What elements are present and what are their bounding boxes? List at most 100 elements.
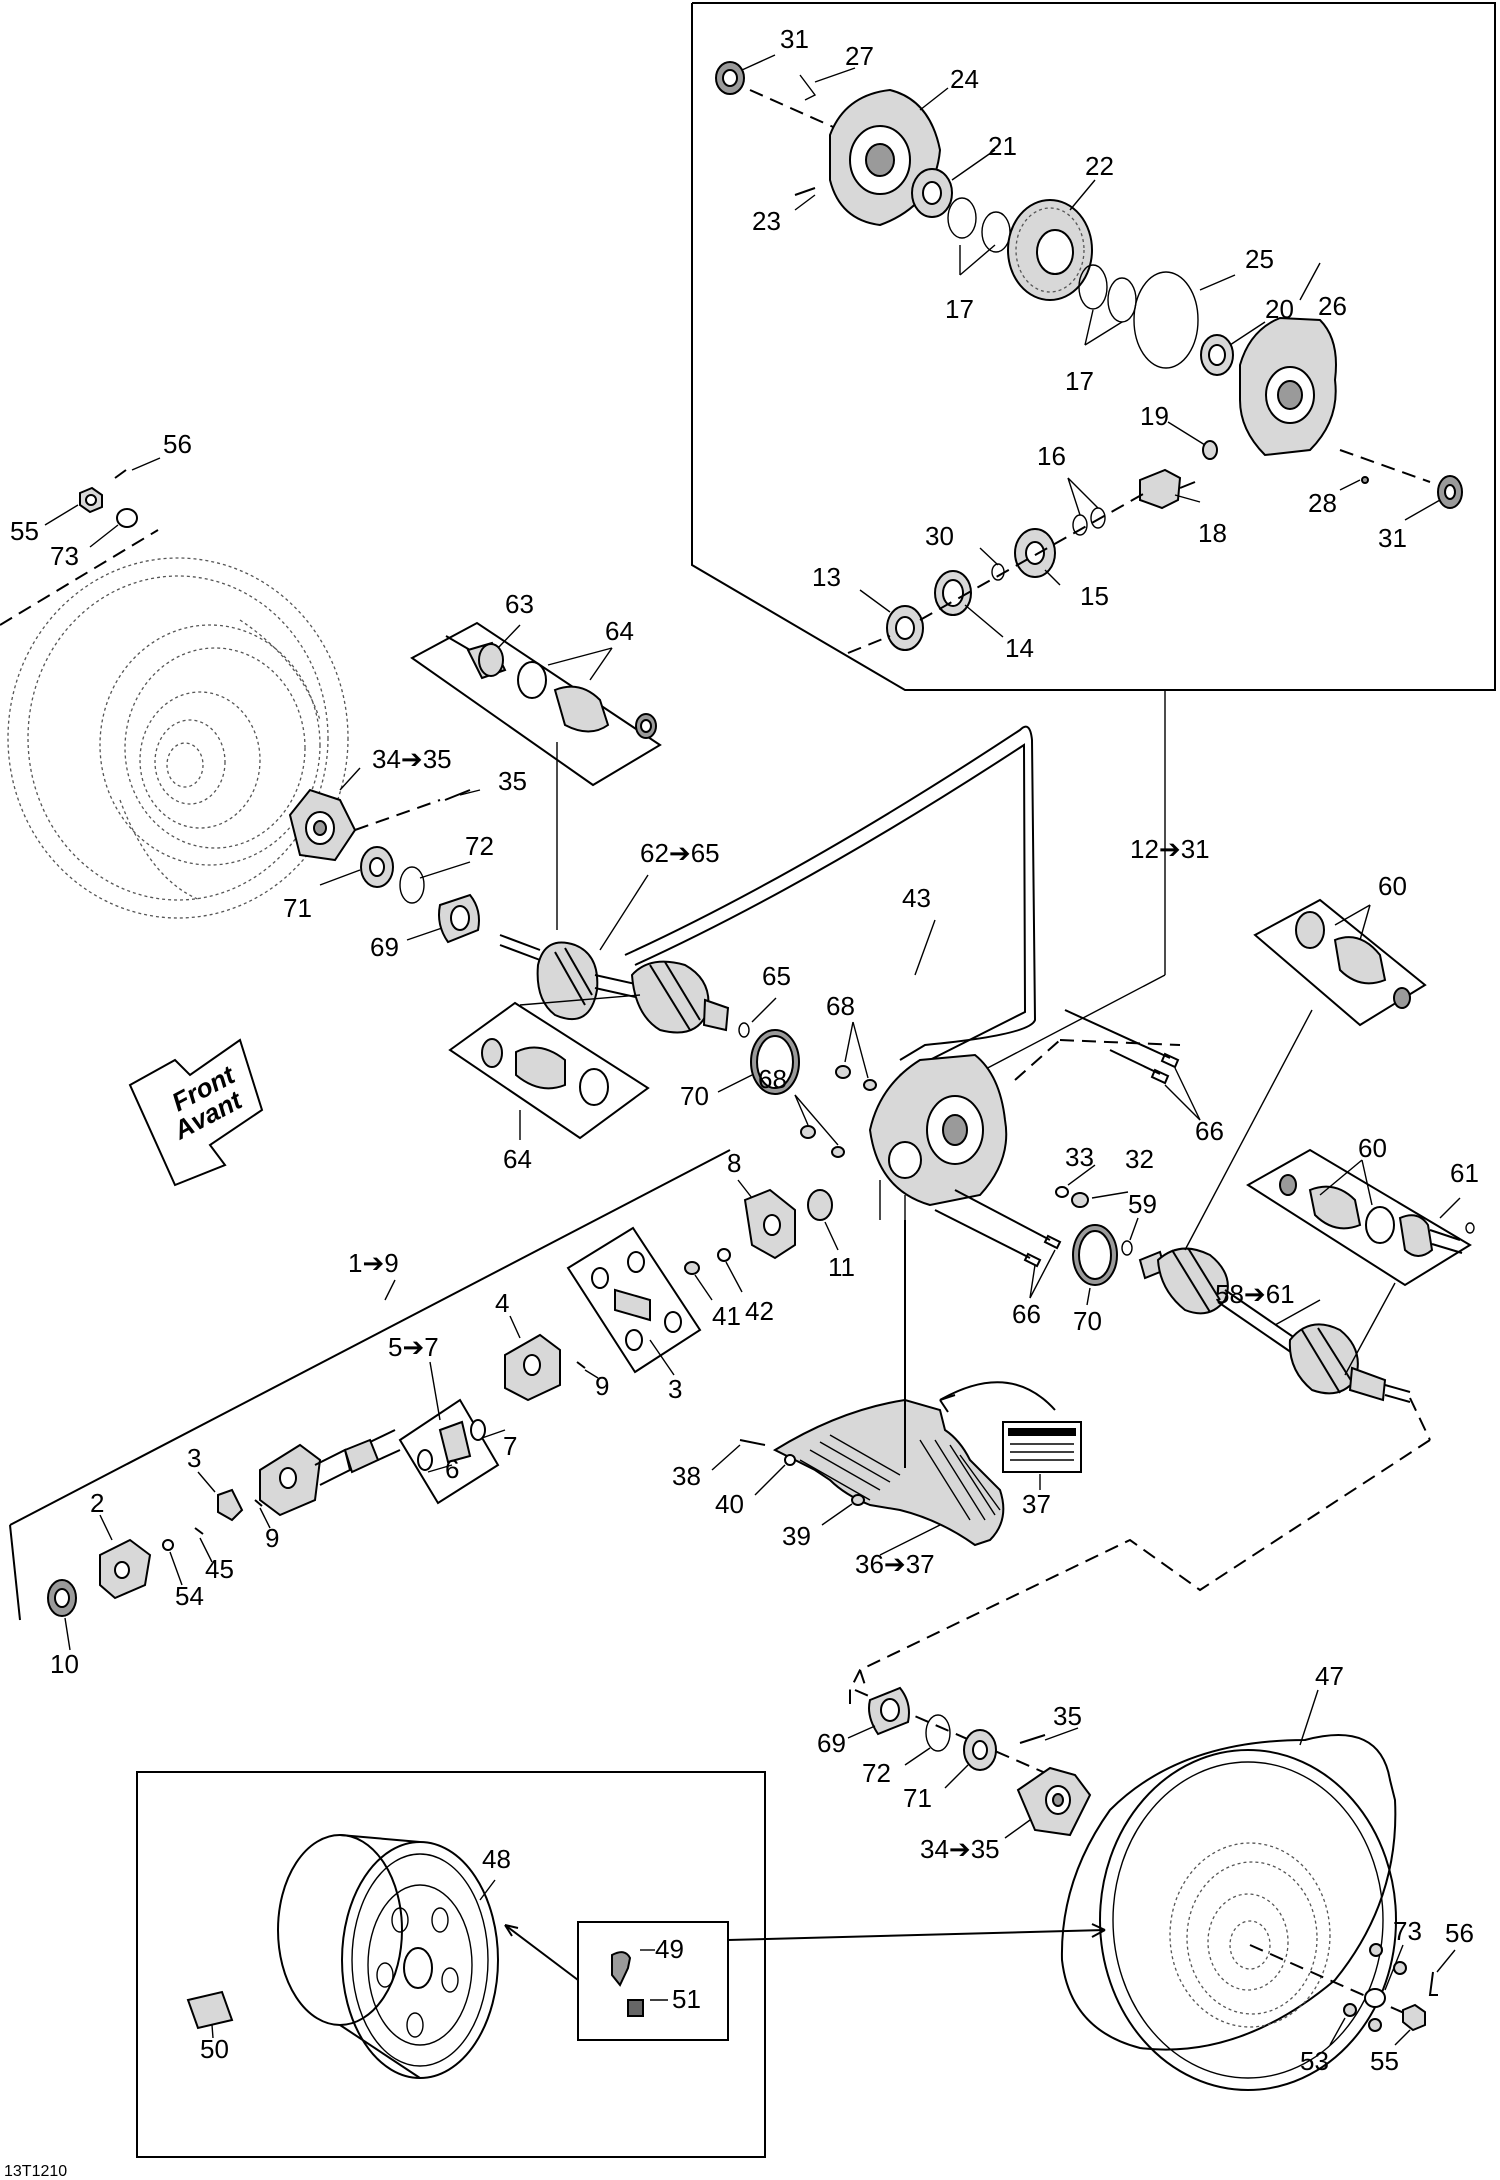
valve-cap-51 bbox=[627, 1999, 644, 2017]
breather-27 bbox=[799, 74, 817, 101]
stud-35-left bbox=[444, 789, 471, 801]
seal-13 bbox=[886, 605, 924, 651]
wheel-nut-55-right bbox=[1402, 2003, 1426, 2032]
label-66-bottom: 66 bbox=[1012, 1299, 1041, 1329]
label-43: 43 bbox=[902, 883, 931, 913]
label-6: 6 bbox=[445, 1454, 459, 1484]
part-28 bbox=[1361, 476, 1369, 484]
label-15: 15 bbox=[1080, 581, 1109, 611]
label-70-left: 70 bbox=[680, 1081, 709, 1111]
label-10: 10 bbox=[50, 1649, 79, 1679]
label-28: 28 bbox=[1308, 488, 1337, 518]
label-58-61: 58➔61 bbox=[1215, 1279, 1295, 1309]
label-56-right: 56 bbox=[1445, 1918, 1474, 1948]
seal-31-top bbox=[715, 61, 745, 95]
label-37: 37 bbox=[1022, 1489, 1051, 1519]
cotter-pin-56-right bbox=[1428, 1971, 1438, 1996]
label-68a: 68 bbox=[826, 991, 855, 1021]
valve-stem-49 bbox=[611, 1951, 632, 1987]
bearing-21 bbox=[911, 168, 953, 218]
skid-plate-36 bbox=[772, 1398, 1005, 1547]
label-33: 33 bbox=[1065, 1142, 1094, 1172]
left-rear-tire bbox=[7, 557, 349, 919]
valve-box bbox=[577, 1921, 729, 2041]
wheel-hub-34-left bbox=[288, 788, 357, 862]
label-54: 54 bbox=[175, 1581, 204, 1611]
axle-line-left-wheel bbox=[0, 529, 159, 626]
front-direction-arrow: Front Avant bbox=[128, 1038, 264, 1187]
grease-fitting-9b bbox=[254, 1499, 263, 1507]
bolt-66a bbox=[1064, 1009, 1171, 1059]
label-24: 24 bbox=[950, 64, 979, 94]
label-31-top: 31 bbox=[780, 24, 809, 54]
label-56-left: 56 bbox=[163, 429, 192, 459]
label-55-left: 55 bbox=[10, 516, 39, 546]
boot-kit-box-lower bbox=[448, 1001, 650, 1140]
boot-kit-box-upper bbox=[410, 621, 662, 787]
label-39: 39 bbox=[782, 1521, 811, 1551]
propeller-shaft bbox=[259, 1429, 401, 1517]
nut-41 bbox=[684, 1261, 700, 1275]
bearing-20 bbox=[1200, 334, 1234, 376]
label-72-right: 72 bbox=[862, 1758, 891, 1788]
cotter-pin-56-left bbox=[114, 469, 127, 479]
label-63: 63 bbox=[505, 589, 534, 619]
label-38: 38 bbox=[672, 1461, 701, 1491]
label-53: 53 bbox=[1300, 2046, 1329, 2076]
o-ring-25 bbox=[1133, 271, 1199, 369]
label-50: 50 bbox=[200, 2034, 229, 2064]
label-65: 65 bbox=[762, 961, 791, 991]
wheel-hub-34-right bbox=[1016, 1766, 1092, 1837]
label-64-upper: 64 bbox=[605, 616, 634, 646]
warning-label-37 bbox=[1002, 1421, 1082, 1473]
stud-35-right bbox=[1019, 1734, 1046, 1744]
label-2: 2 bbox=[90, 1488, 104, 1518]
label-11: 11 bbox=[828, 1252, 855, 1282]
seal-31-right bbox=[1437, 475, 1463, 509]
label-40: 40 bbox=[715, 1489, 744, 1519]
label-16: 16 bbox=[1037, 441, 1066, 471]
label-60-lower: 60 bbox=[1358, 1133, 1387, 1163]
label-70-right: 70 bbox=[1073, 1306, 1102, 1336]
differential-housing-26 bbox=[1239, 316, 1337, 457]
seal-70-right bbox=[1072, 1224, 1118, 1286]
label-18: 18 bbox=[1198, 518, 1227, 548]
yoke-8 bbox=[743, 1188, 796, 1260]
label-55-right: 55 bbox=[1370, 2046, 1399, 2076]
propshaft-group-line bbox=[9, 1149, 731, 1526]
slip-joint-box bbox=[398, 1398, 500, 1505]
universal-joint-kit-box bbox=[566, 1226, 702, 1374]
label-49: 49 bbox=[655, 1934, 684, 1964]
circlip-72-right bbox=[925, 1714, 951, 1752]
right-drive-shaft-58-61 bbox=[1138, 1247, 1411, 1403]
label-7: 7 bbox=[503, 1431, 517, 1461]
label-23: 23 bbox=[752, 206, 781, 236]
seal-10 bbox=[47, 1579, 77, 1617]
label-64-lower: 64 bbox=[503, 1144, 532, 1174]
label-21: 21 bbox=[988, 131, 1017, 161]
bolt-66b bbox=[934, 1209, 1031, 1259]
bearing-69-left bbox=[438, 893, 480, 944]
label-51: 51 bbox=[672, 1984, 701, 2014]
breather-tube-43 bbox=[624, 725, 1037, 1076]
label-17b: 17 bbox=[1065, 366, 1094, 396]
washer-40 bbox=[784, 1454, 796, 1466]
label-41: 41 bbox=[712, 1301, 741, 1331]
label-3-cross: 3 bbox=[187, 1443, 201, 1473]
label-32: 32 bbox=[1125, 1144, 1154, 1174]
part-30 bbox=[991, 563, 1005, 581]
label-30: 30 bbox=[925, 521, 954, 551]
plug-32 bbox=[1071, 1192, 1089, 1208]
washer-73-left bbox=[116, 508, 138, 528]
label-27: 27 bbox=[845, 41, 874, 71]
label-5-7: 5➔7 bbox=[388, 1332, 439, 1362]
label-72-left: 72 bbox=[465, 831, 494, 861]
label-45: 45 bbox=[205, 1554, 234, 1584]
wheel-rim-48 bbox=[277, 1834, 499, 2079]
label-26: 26 bbox=[1318, 291, 1347, 321]
nut-68a bbox=[835, 1065, 851, 1079]
washer-33 bbox=[1055, 1186, 1069, 1198]
yoke-4 bbox=[504, 1333, 561, 1402]
label-31-right: 31 bbox=[1378, 523, 1407, 553]
label-69-left: 69 bbox=[370, 932, 399, 962]
